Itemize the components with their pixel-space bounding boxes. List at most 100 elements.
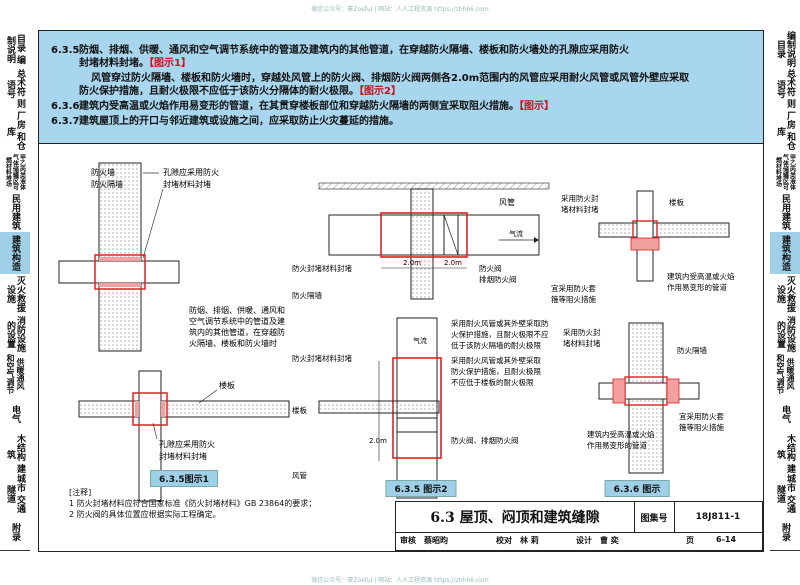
protected-duct-segment [380,212,468,258]
tab-right-3[interactable]: 甲乙丙类液体气体储罐区可燃材料堆场 [770,152,800,193]
designer-name: 曹 奕 [600,536,619,545]
figure-ref[interactable]: 【图示2】 [359,86,401,97]
note2-line-a: 采用耐火风管或其外壁采取 [451,355,541,365]
seal-ring-floor [132,392,168,426]
label-floor: 楼板 [219,380,235,390]
tab-right-12[interactable]: 附录 [770,514,800,551]
label-gap-bottom: 孔隙应采用防火 [159,439,215,449]
label-valve: 防火阀 [479,263,502,273]
label-duct-2: 风管 [292,470,307,480]
page-label: 页 [686,536,694,545]
label-fire-wall: 防火墙 [91,167,115,177]
fire-collar-left [612,378,626,404]
req-number: 6.3.5 [51,45,80,56]
note1-line-b: 火保护措施，且耐火极限不应 [451,329,549,339]
right-section-tabs: 编制说明 目录 总术符 则语号 厂房 和仓库 甲乙丙类液体气体储罐区可燃材料堆场… [770,30,800,585]
label-partition: 防火隔墙 [91,179,123,189]
tab-left-9[interactable]: 电气 [0,394,30,435]
tab-right-5[interactable]: 建筑构造 [770,232,800,275]
label-partition-3: 防火隔墙 [677,345,707,355]
detail-drawings: 防火墙 防火隔墙 孔隙应采用防火 封堵材料封堵 防烟、排烟、供暖、通风和 空气调… [58,162,735,502]
tab-right-4[interactable]: 民用建筑 [770,192,800,233]
sheet-title: 6.3 屋顶、闷顶和建筑缝隙 [396,502,635,533]
signature-row: 审核 蔡昭昀 校对 林 莉 设计 曹 奕 页 6-14 [396,532,762,550]
note-item-1: 1 防火封堵材料应符合国家标准《防火封堵材料》GB 23864的要求； [69,499,317,508]
tab-left-8[interactable]: 供暖通风 和空气调节 [0,354,30,395]
tab-right-1[interactable]: 总术符 则语号 [770,68,800,111]
duct-horizontal [328,214,540,256]
review-label: 审核 [400,536,416,545]
tab-right-10[interactable]: 木结构 建筑 [770,434,800,475]
pipe-vertical [138,370,162,502]
desc-line-4: 火隔墙、楼板和防火墙时 [189,338,277,348]
notes-heading: [注释] [69,488,92,497]
tab-right-6[interactable]: 灭火救援 设施 [770,274,800,315]
desc-line-3: 筑内的其他管道，在穿越防 [189,327,285,337]
req-text: 防烟、排烟、供暖、通风和空气调节系统中的管道及建筑内的其他管道，在穿越防火隔墙、… [79,45,629,56]
tab-right-7[interactable]: 消防设施 的设置 [770,314,800,355]
tab-left-6[interactable]: 灭火救援 设施 [0,274,30,315]
tab-right-9[interactable]: 电气 [770,394,800,435]
tab-left-10[interactable]: 木结构 建筑 [0,434,30,475]
fire-collar-top [630,237,660,251]
note2-line-b: 防火保护措施，且耐火极限 [451,366,541,376]
req-text: 建筑内受高温或火焰作用易变形的管道，在其贯穿楼板部位和穿越防火隔墙的两侧宜采取阻… [79,101,519,112]
tab-left-0[interactable]: 目录 编制说明 [0,30,30,69]
label-smoke-valve: 排烟防火阀 [479,274,517,284]
label-bottom-seal-1: 采用防火封 [563,327,601,337]
label-gap-bottom-2: 封堵材料封堵 [159,451,207,461]
req-6-3-5: 6.3.5防烟、排烟、供暖、通风和空气调节系统中的管道及建筑内的其他管道，在穿越… [51,44,753,57]
tab-right-0[interactable]: 编制说明 目录 [770,30,800,69]
tab-right-2[interactable]: 厂房 和仓库 [770,110,800,153]
label-pipe-4: 作用易变形的管道 [587,440,647,450]
design-label: 设计 [576,536,592,545]
note1-line-c: 低于该防火隔墙的耐火极限 [451,340,541,350]
atlas-number: 18J811-1 [674,502,762,533]
tab-left-1[interactable]: 总术符 则语号 [0,68,30,111]
tab-left-4[interactable]: 民用建筑 [0,192,30,233]
pipe-horizontal [58,260,180,284]
tab-left-11[interactable]: 城市 交通隧道 [0,474,30,515]
desc-line-1: 防烟、排烟、供暖、通风和 [189,305,285,315]
tab-left-3[interactable]: 甲乙丙类液体气体储罐区可燃材料堆场 [0,152,30,193]
figure-ref[interactable]: 【图示】 [519,101,554,112]
note2-line-c: 不应低于楼板的耐火极限 [451,377,534,387]
caption-figure-3[interactable]: 6.3.6 图示 [604,480,670,497]
fire-collar-right [666,378,680,404]
watermark-bottom: 微信公众号：豪Zoeful | 网站：人人工程资源 https://zhh66.… [311,577,489,584]
label-gap-top-2: 封堵材料封堵 [163,179,211,189]
note-item-2: 2 防火阀的具体位置应根据实际工程确定。 [69,510,221,519]
req-number: 6.3.7 [51,116,80,127]
note1-line-a: 采用耐火风管或其外壁采取防 [451,318,549,328]
seal-fill [99,283,141,287]
req-duct-para: 风管穿过防火隔墙、楼板和防火墙时，穿越处风管上的防火阀、排烟防火阀两侧各2.0m… [91,72,753,85]
dim-2m-left: 2.0m [403,259,421,267]
tab-right-8[interactable]: 供暖通风 和空气调节 [770,354,800,395]
tab-left-12[interactable]: 附录 [0,514,30,551]
figure-1: 防火墙 防火隔墙 孔隙应采用防火 封堵材料封堵 防烟、排烟、供暖、通风和 空气调… [58,162,290,502]
label-airflow: 气流 [509,229,523,238]
label-gap-top: 孔隙应采用防火 [163,167,219,177]
caption-figure-2[interactable]: 6.3.5 图示2 [385,480,457,497]
label-floor-3: 楼板 [669,197,684,207]
partition-wall [410,188,434,300]
label-collar-3: 宜采用防火套 [679,411,724,421]
tab-right-11[interactable]: 城市 交通隧道 [770,474,800,515]
label-top-seal-2: 堵材料封堵 [561,204,599,214]
floor-slab-3 [598,222,730,238]
tab-left-7[interactable]: 消防设施 的设置 [0,314,30,355]
label-collar-4: 箍等阻火措施 [679,422,724,432]
page-number: 6-14 [716,535,737,544]
label-partition-2: 防火隔墙 [292,290,322,300]
floor-slab [78,400,290,418]
tab-left-5[interactable]: 建筑构造 [0,232,30,275]
caption-figure-1[interactable]: 6.3.5图示1 [150,470,218,487]
label-pipe-2: 作用易变形的管道 [667,282,727,292]
drawing-sheet: 6.3.5防烟、排烟、供暖、通风和空气调节系统中的管道及建筑内的其他管道，在穿越… [38,30,764,552]
figure-ref[interactable]: 【图示1】 [149,58,191,69]
figure-3: 采用防火封 堵材料封堵 楼板 宜采用防火套 箍等阻火措施 建筑内受高温或火焰 作… [551,190,735,474]
req-text: 封堵材料封堵。 [79,58,149,69]
req-number: 6.3.6 [51,101,80,112]
tab-left-2[interactable]: 厂房 和仓库 [0,110,30,153]
reviewer-name: 蔡昭昀 [424,536,448,545]
